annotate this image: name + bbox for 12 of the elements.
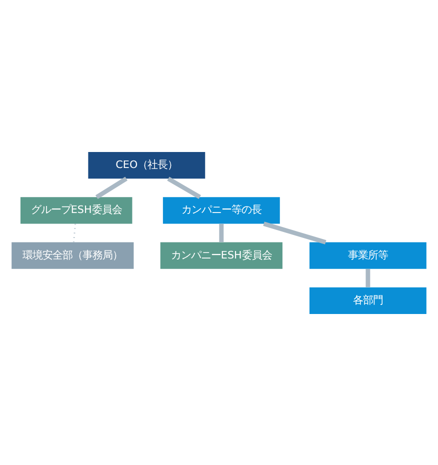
node-box: CEO（社長） — [88, 151, 206, 178]
connector — [366, 268, 370, 287]
node-box: カンパニーESH委員会 — [160, 242, 282, 268]
connector — [263, 221, 326, 244]
node-box: カンパニー等の長 — [162, 196, 280, 224]
connector — [95, 176, 128, 198]
node-box: 各部門 — [309, 286, 426, 314]
node-box: 環境安全部（事務局） — [12, 242, 134, 268]
node-box: グループESH委員会 — [20, 196, 132, 224]
connector — [167, 176, 201, 198]
node-box: 事業所等 — [309, 242, 426, 268]
connector — [219, 223, 224, 242]
